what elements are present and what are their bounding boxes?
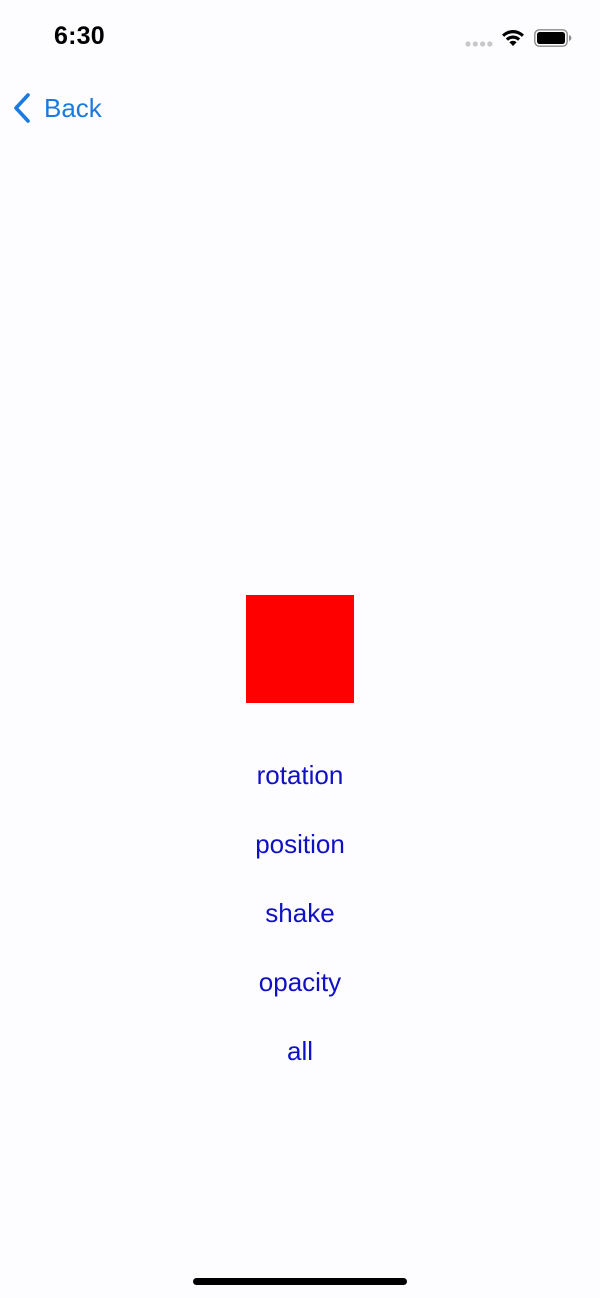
wifi-icon bbox=[502, 30, 524, 46]
action-list: rotation position shake opacity all bbox=[0, 740, 600, 1085]
signal-dots-icon bbox=[465, 41, 493, 47]
home-indicator[interactable] bbox=[193, 1278, 407, 1285]
opacity-button[interactable]: opacity bbox=[0, 947, 600, 1016]
status-bar: 6:30 bbox=[0, 0, 600, 80]
chevron-left-icon bbox=[14, 93, 30, 123]
shake-button[interactable]: shake bbox=[0, 878, 600, 947]
back-label: Back bbox=[44, 92, 102, 123]
back-button[interactable]: Back bbox=[12, 88, 102, 128]
animated-box bbox=[246, 595, 354, 703]
all-button[interactable]: all bbox=[0, 1016, 600, 1085]
rotation-button[interactable]: rotation bbox=[0, 740, 600, 809]
position-button[interactable]: position bbox=[0, 809, 600, 878]
status-time: 6:30 bbox=[54, 22, 105, 50]
battery-icon bbox=[534, 29, 572, 47]
